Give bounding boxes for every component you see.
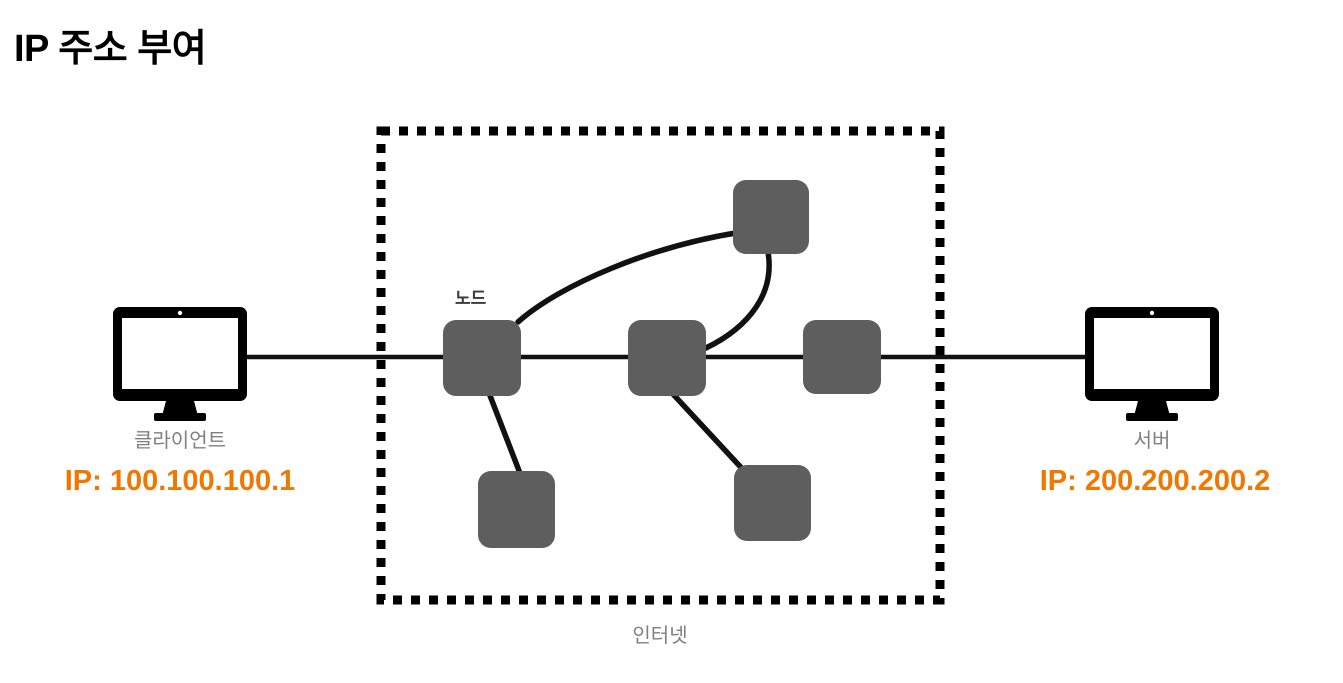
link-left-to-bottom-left: [486, 390, 526, 484]
node-bottom-left: [478, 471, 555, 548]
internet-boundary: [376, 126, 945, 605]
client-ip-label: IP: 100.100.100.1: [64, 465, 296, 497]
network-nodes: [443, 180, 881, 548]
server-label: 서버: [1133, 430, 1171, 452]
node-links: [486, 229, 772, 484]
node-bottom-center: [734, 465, 811, 541]
link-left-to-top: [515, 229, 745, 325]
internet-label: 인터넷: [632, 625, 688, 647]
server-ip-label: IP: 200.200.200.2: [1039, 465, 1271, 497]
page-title: IP 주소 부여: [14, 28, 207, 70]
node-left: [443, 320, 521, 396]
client-monitor-icon: [113, 307, 247, 421]
link-center-to-bottom-center: [669, 390, 751, 478]
client-label: 클라이언트: [134, 430, 226, 452]
node-right: [803, 320, 881, 394]
node-center: [628, 320, 706, 396]
node-top: [733, 180, 809, 254]
link-top-to-center: [694, 249, 772, 355]
server-monitor-icon: [1085, 307, 1219, 421]
node-label: 노드: [455, 289, 487, 308]
